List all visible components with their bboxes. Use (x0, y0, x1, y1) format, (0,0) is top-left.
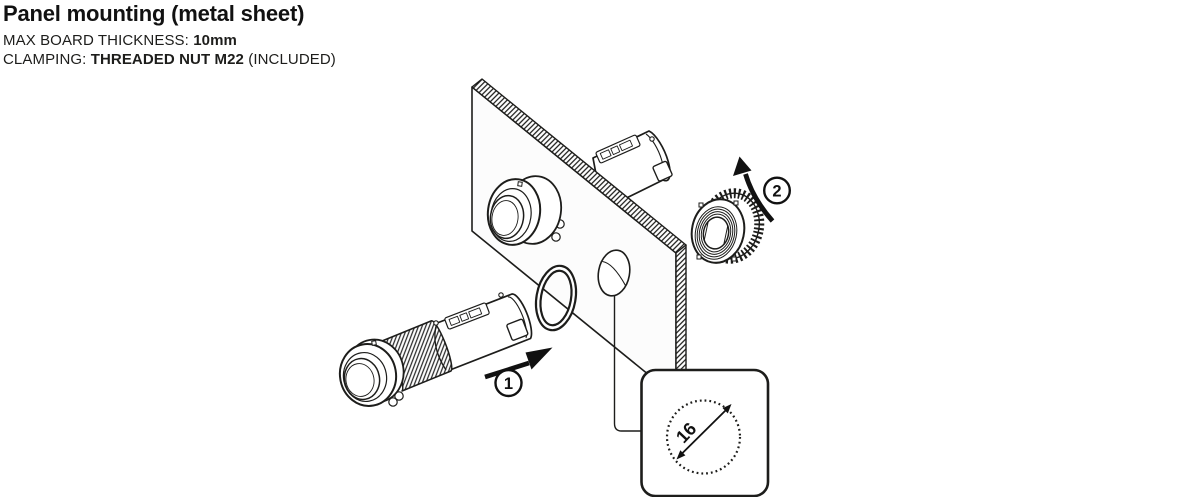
screw-hole (649, 136, 655, 142)
bezel-notch (517, 181, 523, 187)
bezel-grip-bump (551, 232, 561, 242)
nut-inner-threads (694, 206, 738, 260)
spec-clamping: CLAMPING: THREADED NUT M22 (INCLUDED) (3, 50, 336, 68)
mounting-panel (471, 78, 687, 398)
diameter-arrow-icon (676, 404, 732, 460)
header: Panel mounting (metal sheet) MAX BOARD T… (3, 1, 336, 69)
spec-board-thickness: MAX BOARD THICKNESS: 10mm (3, 32, 237, 49)
step-1-badge: 1 (494, 368, 523, 398)
page-title: Panel mounting (metal sheet) (3, 1, 305, 26)
bezel-grip-bump (388, 397, 398, 407)
screw-hole (433, 320, 439, 326)
connector-tab (506, 318, 529, 341)
button-body (431, 293, 533, 371)
product-label (444, 302, 490, 330)
installed-button-bezel (486, 175, 565, 246)
step-2-number: 2 (772, 182, 781, 200)
panel-hole (597, 249, 631, 297)
detail-callout-box: 16 (640, 368, 770, 497)
step-2-badge: 2 (763, 176, 792, 205)
screw-hole (498, 292, 504, 298)
connector-tab (652, 160, 673, 182)
threaded-nut (690, 188, 765, 264)
hole-thickness-edge (602, 260, 626, 286)
bezel-grip-bump (394, 391, 404, 401)
bezel-notch (371, 340, 377, 346)
product-label (595, 134, 641, 164)
hole-circle-dotted (665, 399, 742, 475)
loose-pushbutton (338, 292, 533, 407)
nut-face-notches (696, 200, 739, 262)
step-1-number: 1 (504, 375, 513, 393)
gasket-ring (534, 264, 578, 332)
rotate-arrow-icon (733, 156, 775, 223)
leader-line (613, 296, 641, 432)
